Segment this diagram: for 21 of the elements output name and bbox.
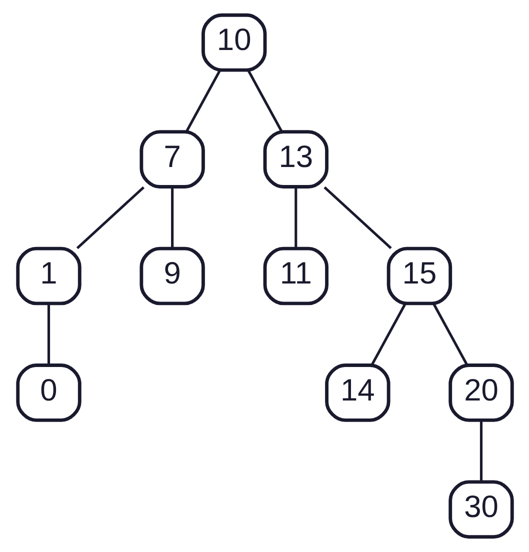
node-box: 7 (139, 130, 204, 188)
node-box: 9 (139, 246, 204, 306)
connector (76, 186, 144, 250)
connector (323, 186, 392, 250)
node-box: 0 (16, 364, 81, 422)
connector (432, 303, 468, 366)
node-box: 13 (262, 130, 328, 188)
node-box: 15 (386, 246, 452, 306)
node-box: 30 (448, 480, 514, 539)
node-box: 14 (324, 364, 390, 422)
node-box: 10 (201, 13, 266, 72)
node-box: 1 (16, 246, 81, 306)
connector (46, 304, 50, 365)
connector (184, 70, 220, 132)
connector (246, 70, 282, 132)
connector (370, 303, 406, 366)
connector (170, 187, 174, 248)
connector (479, 420, 482, 482)
node-box: 11 (262, 246, 328, 306)
node-box: 20 (448, 364, 514, 422)
connector (294, 187, 297, 248)
